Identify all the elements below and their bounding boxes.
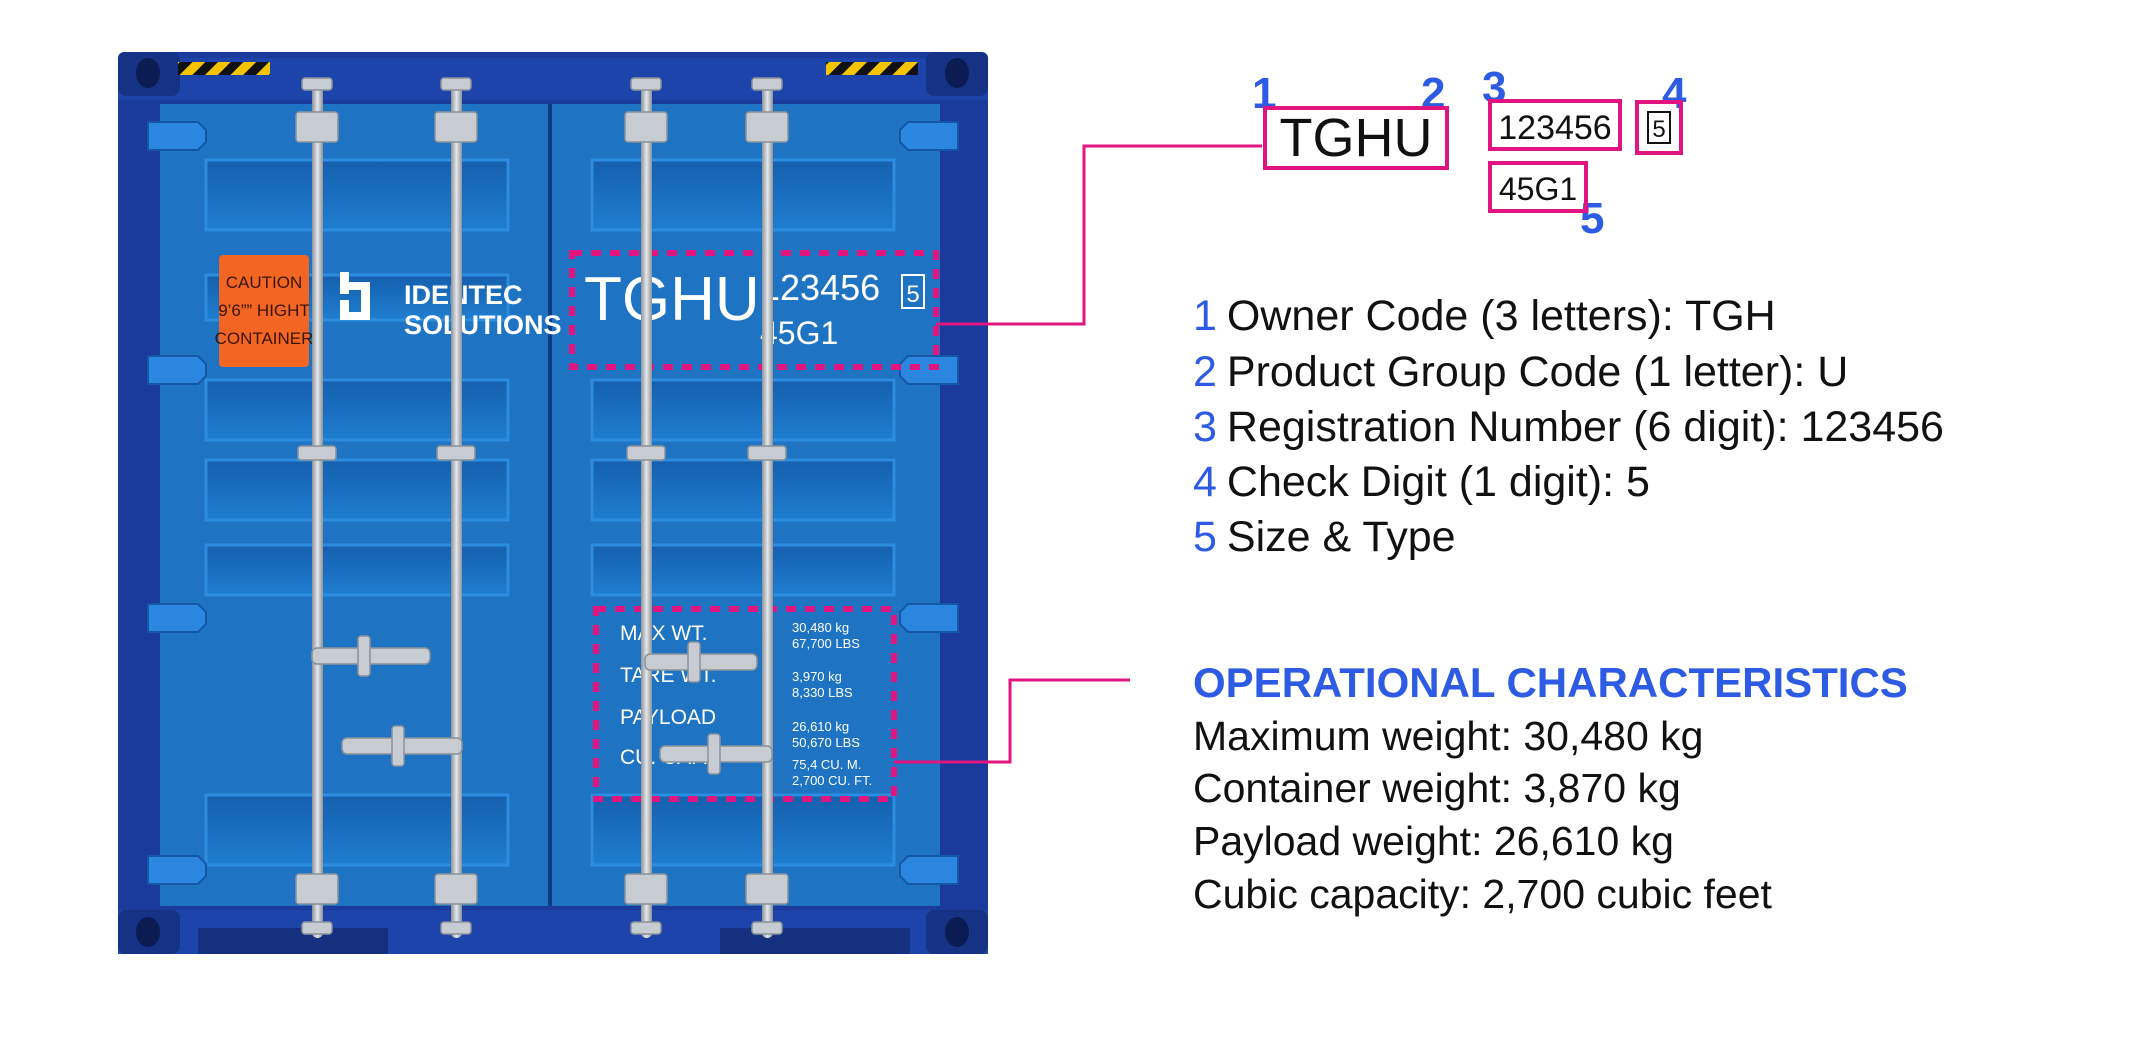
callout-connector (936, 144, 1262, 326)
check-digit-text: 5 (1652, 116, 1665, 143)
logo-mark (340, 272, 370, 320)
door-serial: 123456 (760, 267, 880, 308)
weight-value-kg: 3,970 kg (792, 669, 842, 684)
size-type-box (1488, 161, 1588, 213)
legend-text: Check Digit (1 digit): 5 (1227, 458, 1650, 506)
operational-line: Cubic capacity: 2,700 cubic feet (1193, 871, 1772, 917)
callout-number: 3 (1482, 63, 1506, 112)
callout-connector (894, 678, 1130, 764)
hazard-stripe (826, 62, 918, 75)
legend-text: Size & Type (1227, 513, 1456, 561)
callout-number: 5 (1580, 194, 1604, 243)
owner-code-text: TGHU (1280, 108, 1433, 168)
weight-value-kg: 30,480 kg (792, 620, 849, 635)
weights-highlight-box (593, 606, 897, 802)
logo-text: SOLUTIONS (404, 310, 562, 340)
locking-bars (312, 82, 773, 938)
operational-characteristics: OPERATIONAL CHARACTERISTICS Maximum weig… (1193, 659, 1908, 917)
code-breakdown: 1 2 3 4 5 TGHU 123456 5 45G1 (1252, 63, 1687, 243)
company-logo: IDENTEC SOLUTIONS (340, 272, 562, 340)
legend-text: Registration Number (6 digit): 123456 (1227, 403, 1944, 451)
door-owner-code: TGHU (584, 265, 760, 334)
logo-text: IDENTEC (404, 280, 523, 310)
door-hinges (147, 121, 959, 885)
size-type-text: 45G1 (1499, 171, 1577, 207)
caution-line: CAUTION (226, 273, 303, 292)
weight-value-lbs: 50,670 LBS (792, 735, 860, 750)
legend-number: 5 (1193, 513, 1217, 561)
weight-value-lbs: 67,700 LBS (792, 636, 860, 651)
serial-text: 123456 (1498, 109, 1611, 147)
caution-line: CONTAINER (215, 329, 314, 348)
weight-label: PAYLOAD (620, 706, 716, 729)
marking-highlight-box (569, 250, 939, 370)
hazard-stripe (178, 62, 270, 75)
legend-number: 4 (1193, 458, 1217, 506)
caution-line: 9’6”” HIGHT (218, 301, 310, 320)
weight-value-lbs: 2,700 CU. FT. (792, 773, 872, 788)
weight-value-kg: 26,610 kg (792, 719, 849, 734)
door-size-type: 45G1 (760, 315, 838, 351)
shipping-container: CAUTION 9’6”” HIGHT CONTAINER IDENTEC SO… (118, 52, 988, 954)
serial-box (1488, 99, 1622, 151)
check-digit-box (1635, 100, 1683, 155)
operational-line: Payload weight: 26,610 kg (1193, 818, 1674, 864)
caution-label: CAUTION 9’6”” HIGHT CONTAINER (215, 255, 314, 367)
owner-code-box (1263, 106, 1449, 170)
door-check-digit: 5 (906, 281, 919, 308)
operational-line: Container weight: 3,870 kg (1193, 765, 1681, 811)
operational-title: OPERATIONAL CHARACTERISTICS (1193, 659, 1908, 706)
legend-number: 2 (1193, 348, 1217, 396)
weight-value-kg: 75,4 CU. M. (792, 757, 861, 772)
callout-number: 4 (1662, 69, 1687, 118)
weight-value-lbs: 8,330 LBS (792, 685, 853, 700)
legend-text: Product Group Code (1 letter): U (1227, 348, 1848, 396)
bar-brackets (295, 77, 789, 935)
operational-line: Maximum weight: 30,480 kg (1193, 713, 1703, 759)
legend-text: Owner Code (3 letters): TGH (1227, 292, 1776, 340)
legend-number: 1 (1193, 292, 1217, 340)
legend-number: 3 (1193, 403, 1217, 451)
door-handles (311, 635, 773, 775)
door-marking: TGHU 123456 45G1 5 (584, 265, 925, 351)
